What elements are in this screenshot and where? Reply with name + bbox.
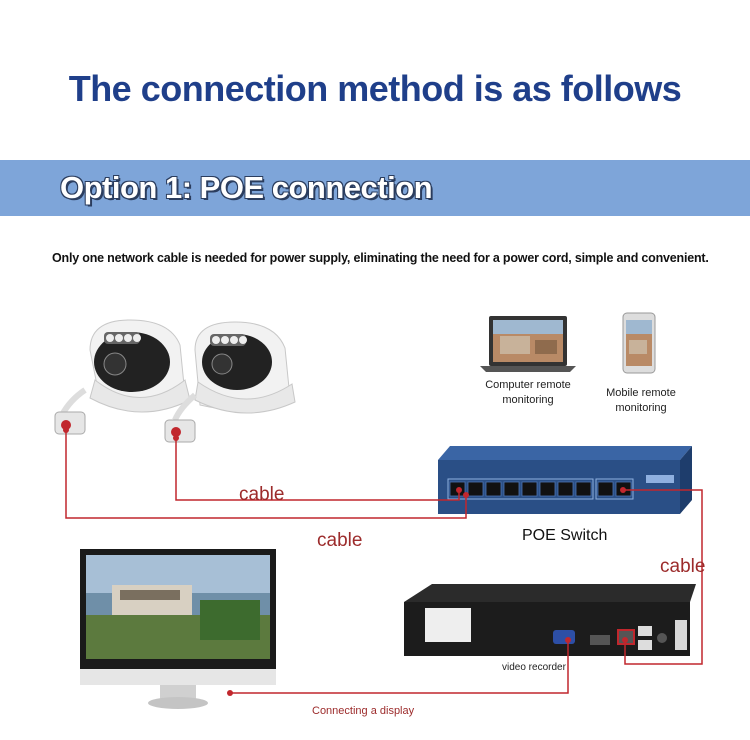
section-band: [0, 160, 750, 216]
cable-label-2: cable: [317, 530, 363, 551]
laptop-icon: [480, 316, 576, 372]
cable-label-1: cable: [239, 484, 285, 505]
computer-label-line2: monitoring: [502, 394, 554, 406]
page-title: The connection method is as follows: [68, 68, 682, 109]
section-label: Option 1: POE connection: [60, 170, 433, 205]
monitor-display: [80, 549, 276, 709]
poe-switch: [438, 446, 692, 514]
video-recorder: [404, 584, 696, 656]
cable-camera2-switch: [175, 438, 460, 501]
mobile-remote-label: Mobile remote monitoring: [606, 387, 676, 414]
video-recorder-label: video recorder: [502, 662, 566, 673]
cable-camera1-switch: [65, 430, 467, 519]
dome-camera-2: [164, 321, 296, 443]
cable-nvr-display: [230, 640, 569, 694]
cable-lines: [65, 430, 703, 694]
description-text: Only one network cable is needed for pow…: [52, 251, 709, 265]
display-connection-label: Connecting a display: [312, 705, 415, 717]
dome-camera-1: [54, 319, 191, 435]
poe-switch-label: POE Switch: [522, 527, 608, 544]
cable-label-3: cable: [660, 556, 706, 577]
cable-switch-nvr: [623, 489, 703, 665]
mobile-phone-icon: [622, 312, 656, 374]
computer-remote-label: Computer remote monitoring: [482, 378, 574, 408]
computer-label-line1: Computer remote: [485, 379, 571, 391]
